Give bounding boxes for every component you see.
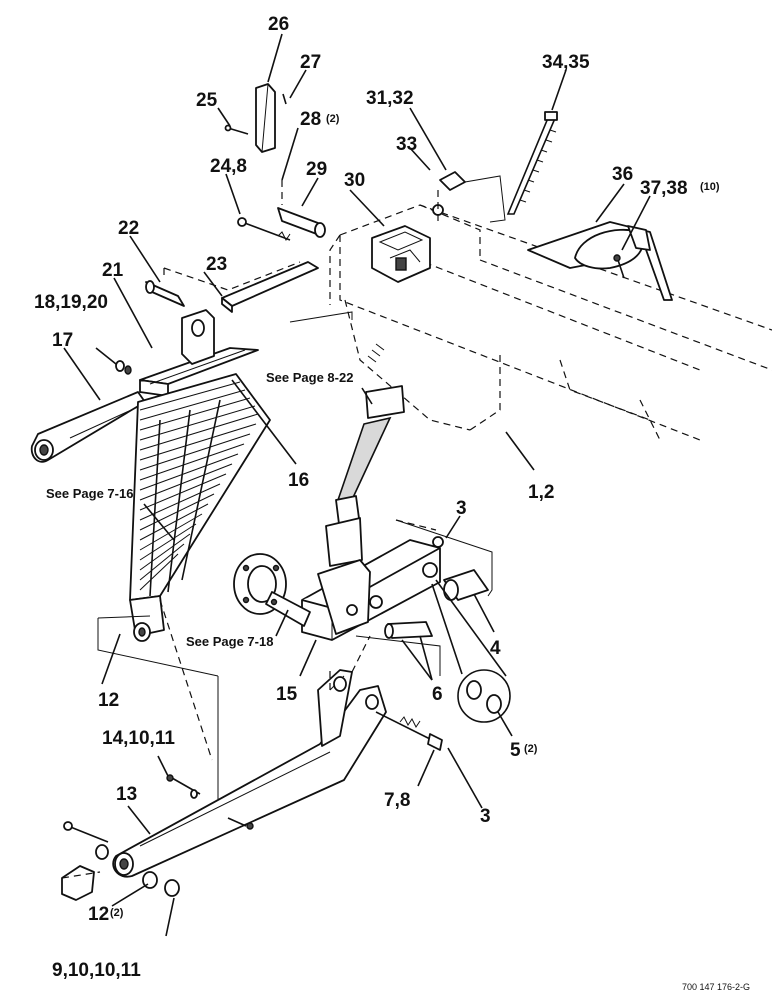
lower-bolt	[227, 817, 254, 830]
callout-29: 29	[306, 159, 327, 180]
part-7-bolt	[375, 711, 443, 751]
main-frame-phantom	[329, 204, 772, 441]
callout-26: 26	[268, 14, 289, 35]
drawing-code: 700 147 176-2-G	[682, 982, 750, 992]
callout-13: 13	[116, 784, 137, 805]
callout-7-8: 7,8	[384, 790, 410, 811]
callout-37-38: 37,38	[640, 178, 688, 199]
part-33-nut	[432, 190, 444, 225]
part-31-clip	[439, 171, 506, 223]
bracket-plate	[61, 865, 101, 901]
callout-22: 22	[118, 218, 139, 239]
callout-28-qty: (2)	[326, 113, 340, 125]
axle-housing-15	[301, 539, 441, 641]
part-37-screw	[613, 254, 625, 279]
callout-24-8: 24,8	[210, 156, 247, 177]
callout-21: 21	[102, 260, 124, 281]
spring-assembly	[129, 373, 271, 642]
callout-37-38-qty: (10)	[700, 181, 720, 193]
leader-lines	[63, 33, 651, 937]
callout-15: 15	[276, 684, 298, 705]
callout-3-lower: 3	[480, 806, 491, 827]
note-see-page-8-22: See Page 8-22	[266, 370, 353, 385]
callout-27: 27	[300, 52, 321, 73]
part-17-link	[30, 391, 146, 463]
drive-shaft	[325, 343, 405, 567]
callout-25: 25	[196, 90, 218, 111]
callout-12-upper: 12	[98, 690, 119, 711]
callout-5-qty: (2)	[524, 743, 538, 755]
item-3-nut	[432, 536, 444, 548]
reference-notes: See Page 8-22 See Page 7-16 See Page 7-1…	[46, 370, 353, 649]
part-36-shield	[527, 221, 673, 301]
phantom-lines	[97, 311, 493, 800]
callout-1-2: 1,2	[528, 482, 554, 503]
callout-3-upper: 3	[456, 498, 467, 519]
part-4-bushing	[443, 569, 489, 601]
part-30-mount-block	[371, 225, 431, 283]
part-25-bolt	[224, 124, 249, 135]
callout-4: 4	[490, 638, 501, 659]
hub-flange	[233, 553, 311, 627]
callout-labels: 26 27 25 28 (2) 31,32 33 34,35 29 24,8 3…	[34, 14, 720, 981]
callout-16: 16	[288, 470, 309, 491]
part-26-strap	[255, 83, 276, 153]
note-see-page-7-16: See Page 7-16	[46, 486, 133, 501]
part-34-spring-rod	[506, 111, 558, 215]
part-13-lower-arm	[112, 669, 387, 878]
note-see-page-7-18: See Page 7-18	[186, 634, 273, 649]
callout-17: 17	[52, 330, 73, 351]
callout-30: 30	[344, 170, 365, 191]
part-18-washers	[115, 360, 132, 375]
callout-23: 23	[206, 254, 227, 275]
callout-36: 36	[612, 164, 633, 185]
callout-12-lower-qty: (2)	[110, 907, 124, 919]
callout-34-35: 34,35	[542, 52, 590, 73]
callout-12-lower: 12	[88, 904, 109, 925]
part-5-detail-circle	[431, 579, 511, 723]
callout-31-32: 31,32	[366, 88, 414, 109]
callout-5: 5	[510, 740, 521, 761]
part-22-pin	[145, 280, 185, 307]
callout-33: 33	[396, 134, 417, 155]
callout-18-19-20: 18,19,20	[34, 292, 108, 313]
part-27-pin	[282, 93, 287, 105]
callout-6: 6	[432, 684, 443, 705]
part-29-shaft	[277, 180, 326, 238]
part-21-bracket	[139, 309, 259, 397]
callout-28: 28	[300, 109, 321, 130]
part-23-bar	[163, 261, 319, 313]
part-24-bolt	[237, 217, 291, 241]
callout-14-10-11: 14,10,11	[102, 728, 175, 749]
callout-9-10-10-11: 9,10,10,11	[52, 960, 141, 981]
part-14-bolt	[166, 774, 201, 799]
part-6-bushing	[384, 621, 433, 639]
